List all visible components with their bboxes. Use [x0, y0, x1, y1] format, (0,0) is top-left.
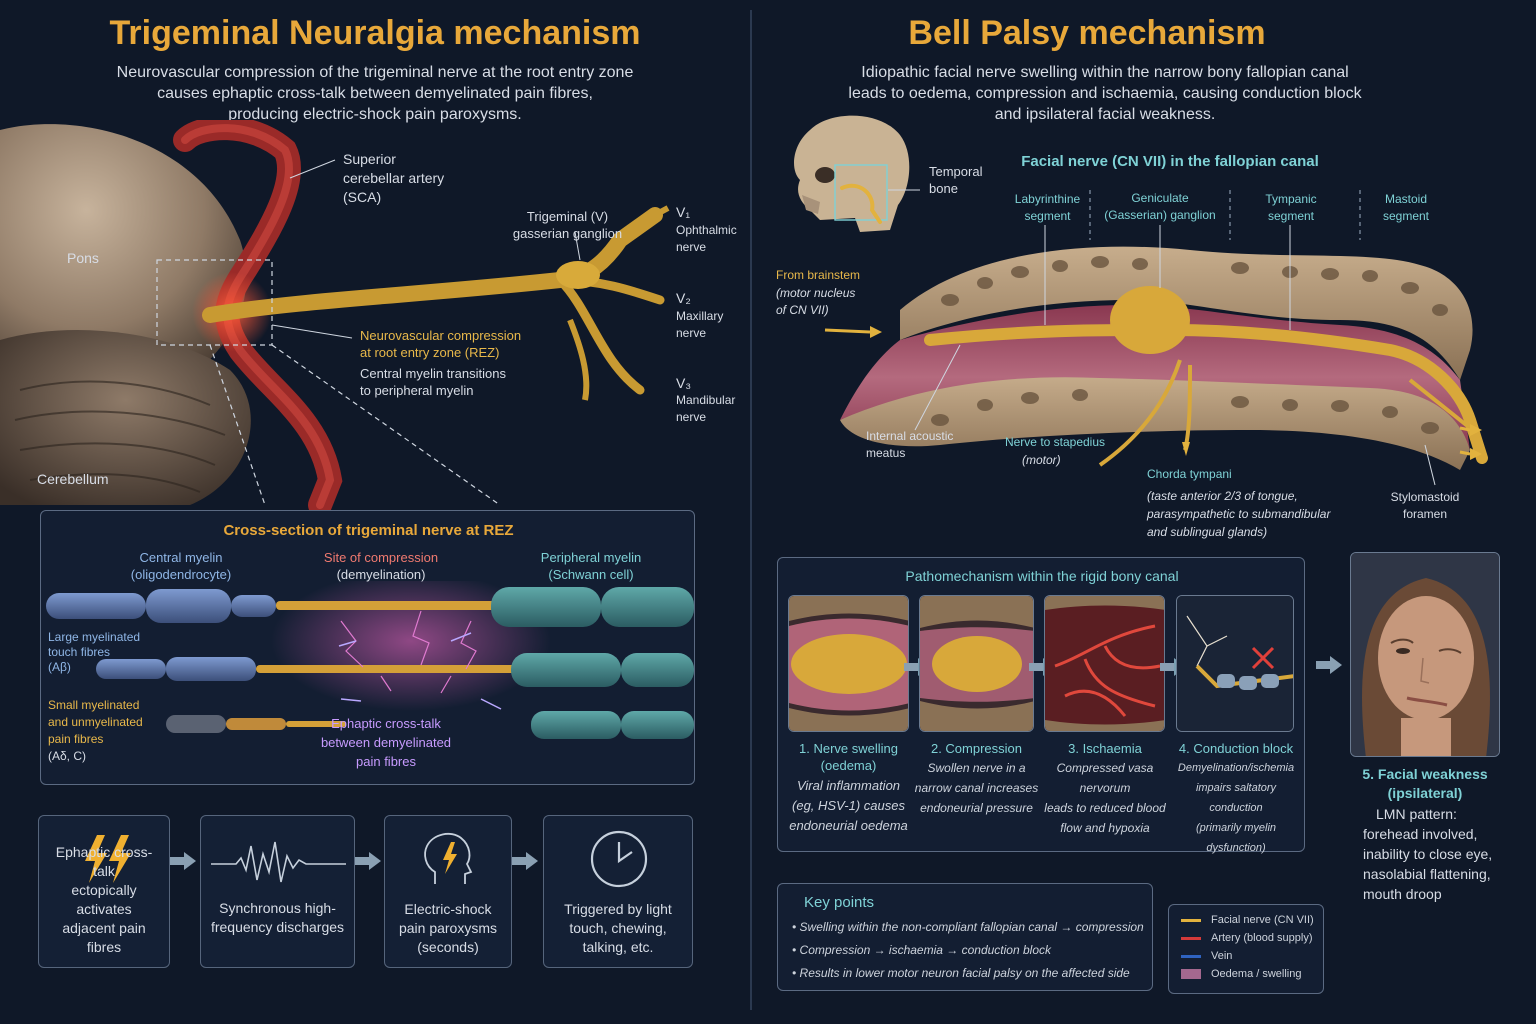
temporal-bone-label: Temporal bone	[929, 164, 983, 196]
sca-label: Superior cerebellar artery (SCA)	[343, 151, 445, 205]
step1-text: 1. Nerve swelling (oedema) Viral inflamm…	[789, 741, 908, 833]
trigeminal-anatomy-illustration	[0, 120, 670, 510]
skull-illustration	[794, 115, 920, 232]
step2-thumbnail	[919, 595, 1034, 732]
small-fibre-row	[166, 711, 694, 739]
waveform-icon	[211, 841, 346, 883]
v1-name: Ophthalmic nerve	[676, 223, 737, 254]
cerebellum-label: Cerebellum	[37, 471, 109, 487]
legend-item-facial-nerve: Facial nerve (CN VII)	[1181, 911, 1323, 929]
flow-arrow-1	[170, 852, 196, 870]
site-of-compression-label: Site of compression (demyelination)	[323, 550, 439, 582]
v2-label: V₂	[676, 290, 691, 306]
rez-focus-box	[156, 259, 273, 346]
v3-label: V₃	[676, 375, 692, 391]
flow-step-ephaptic: Ephaptic cross-talk ectopically activate…	[38, 815, 170, 968]
flow-arrow-2	[355, 852, 381, 870]
cross-section-box: Cross-section of trigeminal nerve at REZ	[40, 510, 695, 785]
geniculate-label: Geniculate (Gasserian) ganglion	[1104, 191, 1216, 222]
middle-fibre-row	[96, 653, 694, 687]
right-subtitle: Idiopathic facial nerve swelling within …	[848, 64, 1362, 123]
legend-swatch	[1181, 936, 1201, 940]
legend-swatch	[1181, 954, 1201, 958]
pons-shape	[0, 124, 247, 371]
cross-section-illustration	[46, 581, 694, 739]
ephaptic-sparks	[340, 610, 477, 694]
geniculate-ganglion	[1110, 286, 1190, 354]
trigeminal-nerve	[202, 207, 663, 323]
cerebellum-shape	[0, 330, 251, 505]
stapedius-label: Nerve to stapedius	[1004, 435, 1106, 449]
small-fibre-label: Small myelinated and unmyelinated pain f…	[48, 698, 143, 763]
flow-step-paroxysms: Electric-shock pain paroxysms (seconds)	[384, 815, 512, 968]
crosstalk-arrows	[338, 632, 502, 710]
lower-bone	[840, 373, 1470, 470]
step1-thumbnail	[788, 595, 909, 732]
panel-divider	[750, 10, 752, 1010]
flow-step-triggers: Triggered by light touch, chewing, talki…	[543, 815, 693, 968]
legend-box: Facial nerve (CN VII) Artery (blood supp…	[1168, 904, 1324, 994]
key-points-list: • Swelling within the non-compliant fall…	[792, 916, 1147, 985]
key-point-item: • Results in lower motor neuron facial p…	[792, 966, 1130, 980]
patho-title: Pathomechanism within the rigid bony can…	[905, 568, 1179, 584]
lightning-icon	[85, 835, 131, 883]
canal-title: Facial nerve (CN VII) in the fallopian c…	[1021, 153, 1319, 170]
central-myelin-label: Central myelin (oligodendrocyte)	[130, 550, 232, 582]
gasserian-ganglion	[556, 261, 600, 289]
transition-label: Central myelin transitions to peripheral…	[360, 366, 506, 398]
from-brainstem-label: From brainstem	[776, 268, 861, 282]
facial-weakness-portrait	[1350, 552, 1500, 757]
large-fibre-row	[46, 587, 694, 627]
v2-name: Maxillary nerve	[676, 309, 724, 340]
pathomechanism-box: Pathomechanism within the rigid bony can…	[777, 557, 1305, 854]
legend-item-oedema: Oedema / swelling	[1181, 965, 1323, 983]
legend-swatch	[1181, 918, 1201, 922]
legend-item-vein: Vein	[1181, 947, 1323, 965]
legend-swatch	[1181, 969, 1201, 979]
stapedius-sub: (motor)	[1022, 453, 1061, 467]
facial-nerve	[924, 323, 1488, 464]
motor-nucleus-label: (motor nucleus of CN VII)	[776, 286, 856, 317]
step3-text: 3. Ischaemia Compressed vasa nervorum le…	[1044, 741, 1166, 835]
cross-section-title: Cross-section of trigeminal nerve at REZ	[223, 522, 514, 539]
v1-label: V₁	[676, 204, 691, 220]
chorda-sub: (taste anterior 2/3 of tongue, parasympa…	[1147, 489, 1331, 539]
mastoid-label: Mastoid segment	[1382, 192, 1430, 223]
step4-thumbnail	[1176, 595, 1294, 732]
key-points-box: Key points • Swelling within the non-com…	[777, 883, 1153, 991]
step4-text: 4. Conduction block Demyelination/ischem…	[1177, 741, 1295, 854]
step2-text: 2. Compression Swollen nerve in a narrow…	[914, 741, 1039, 815]
stylomastoid-label: Stylomastoid foramen	[1390, 490, 1460, 521]
fallopian-canal-illustration	[824, 190, 1488, 486]
large-fibre-label: Large myelinated touch fibres (Aβ)	[48, 630, 141, 674]
left-title: Trigeminal Neuralgia mechanism	[109, 14, 641, 52]
facial-weakness-title: 5. Facial weakness (ipsilateral)	[1362, 766, 1488, 801]
facial-weakness-desc: LMN pattern: forehead involved, inabilit…	[1363, 806, 1493, 902]
key-points-title: Key points	[804, 894, 875, 911]
clock-icon	[590, 830, 648, 888]
compression-label: Neurovascular compression at root entry …	[360, 328, 522, 360]
v3-name: Mandibular nerve	[676, 393, 736, 424]
ephaptic-label: Ephaptic cross-talk between demyelinated…	[320, 716, 452, 769]
patho-arrow-4	[1316, 656, 1342, 674]
flow-arrow-3	[512, 852, 538, 870]
step3-thumbnail	[1044, 595, 1165, 732]
labyrinthine-label: Labyrinthine segment	[1014, 192, 1081, 223]
left-subtitle: Neurovascular compression of the trigemi…	[116, 64, 634, 123]
legend-item-artery: Artery (blood supply)	[1181, 929, 1323, 947]
ganglion-label: Trigeminal (V) gasserian ganglion	[512, 209, 623, 241]
flow-step-discharges: Synchronous high- frequency discharges	[200, 815, 355, 968]
pons-label: Pons	[67, 250, 99, 266]
head-lightning-icon	[424, 832, 473, 884]
key-point-item: • Compression → ischaemia → conduction b…	[792, 943, 1051, 957]
tympanic-label: Tympanic segment	[1265, 192, 1317, 223]
chorda-label: Chorda tympani	[1147, 467, 1232, 481]
peripheral-myelin-label: Peripheral myelin (Schwann cell)	[540, 550, 642, 582]
key-point-item: • Swelling within the non-compliant fall…	[792, 920, 1144, 934]
internal-meatus-label: Internal acoustic meatus	[866, 429, 954, 460]
right-title: Bell Palsy mechanism	[908, 14, 1266, 52]
